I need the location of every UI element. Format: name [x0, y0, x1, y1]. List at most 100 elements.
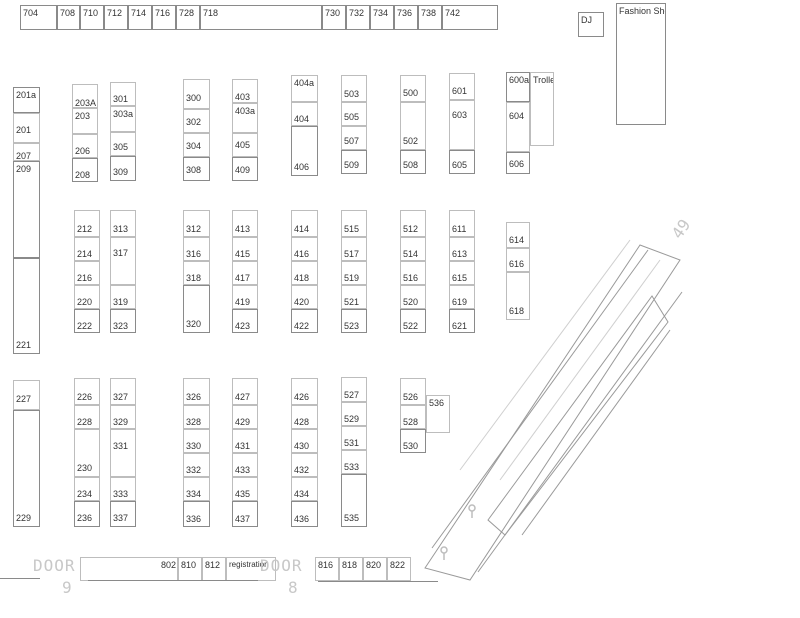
booth-312[interactable]: 312 — [183, 210, 210, 237]
booth-437[interactable]: 437 — [232, 501, 258, 527]
booth-201[interactable]: 201 — [13, 113, 40, 143]
booth-404a[interactable]: 404a — [291, 75, 318, 102]
booth-226[interactable]: 226 — [74, 378, 100, 405]
booth-208[interactable]: 208 — [72, 158, 98, 182]
booth-428[interactable]: 428 — [291, 405, 318, 429]
booth-214[interactable]: 214 — [74, 237, 100, 261]
booth-516[interactable]: 516 — [400, 261, 426, 285]
booth-527[interactable]: 527 — [341, 377, 367, 402]
booth-201a[interactable]: 201a — [13, 87, 40, 113]
booth-221[interactable]: 221 — [13, 258, 40, 354]
booth-418[interactable]: 418 — [291, 261, 318, 285]
booth-820[interactable]: 820 — [363, 557, 387, 581]
booth-302[interactable]: 302 — [183, 109, 210, 133]
booth-320[interactable]: 320 — [183, 285, 210, 333]
booth-435[interactable]: 435 — [232, 477, 258, 501]
booth-613[interactable]: 613 — [449, 237, 475, 261]
booth-600a[interactable]: 600a — [506, 72, 530, 102]
booth-318[interactable]: 318 — [183, 261, 210, 285]
booth-308[interactable]: 308 — [183, 157, 210, 181]
booth-508[interactable]: 508 — [400, 150, 426, 174]
booth-227[interactable]: 227 — [13, 380, 40, 410]
booth-430[interactable]: 430 — [291, 429, 318, 453]
booth-736[interactable]: 736 — [394, 5, 418, 30]
booth-521[interactable]: 521 — [341, 285, 367, 309]
booth-615[interactable]: 615 — [449, 261, 475, 285]
door-8-label[interactable]: DOOR — [260, 556, 303, 575]
booth-714[interactable]: 714 — [128, 5, 152, 30]
booth-416[interactable]: 416 — [291, 237, 318, 261]
booth-611[interactable]: 611 — [449, 210, 475, 237]
booth-301[interactable]: 301 — [110, 82, 136, 106]
booth-531[interactable]: 531 — [341, 426, 367, 450]
booth-718[interactable]: 718 — [200, 5, 322, 30]
booth-507[interactable]: 507 — [341, 126, 367, 150]
booth-234[interactable]: 234 — [74, 477, 100, 501]
booth-431[interactable]: 431 — [232, 429, 258, 453]
booth-209[interactable]: 209 — [13, 161, 40, 258]
booth-331[interactable]: 331 — [110, 429, 136, 477]
booth-207[interactable]: 207 — [13, 143, 40, 161]
booth-536[interactable]: 536 — [426, 395, 450, 433]
booth-500[interactable]: 500 — [400, 75, 426, 102]
booth-334[interactable]: 334 — [183, 477, 210, 501]
booth-605[interactable]: 605 — [449, 150, 475, 174]
booth-619[interactable]: 619 — [449, 285, 475, 309]
booth-530[interactable]: 530 — [400, 429, 426, 453]
booth-738[interactable]: 738 — [418, 5, 442, 30]
booth-409[interactable]: 409 — [232, 157, 258, 181]
booth-330[interactable]: 330 — [183, 429, 210, 453]
booth-526[interactable]: 526 — [400, 378, 426, 405]
booth-429[interactable]: 429 — [232, 405, 258, 429]
booth-236[interactable]: 236 — [74, 501, 100, 527]
booth-419[interactable]: 419 — [232, 285, 258, 309]
booth-604[interactable]: 604 — [506, 102, 530, 152]
booth-323[interactable]: 323 — [110, 309, 136, 333]
booth-332[interactable]: 332 — [183, 453, 210, 477]
booth-206[interactable]: 206 — [72, 134, 98, 158]
booth-503[interactable]: 503 — [341, 75, 367, 102]
booth-432[interactable]: 432 — [291, 453, 318, 477]
booth-520[interactable]: 520 — [400, 285, 426, 309]
booth-229[interactable]: 229 — [13, 410, 40, 527]
booth-406[interactable]: 406 — [291, 126, 318, 176]
booth-303a[interactable]: 303a — [110, 106, 136, 132]
booth-426[interactable]: 426 — [291, 378, 318, 405]
booth-420[interactable]: 420 — [291, 285, 318, 309]
booth-222[interactable]: 222 — [74, 309, 100, 333]
booth-212[interactable]: 212 — [74, 210, 100, 237]
booth-436[interactable]: 436 — [291, 501, 318, 527]
booth-730[interactable]: 730 — [322, 5, 346, 30]
booth-203A[interactable]: 203A — [72, 84, 98, 108]
booth-216[interactable]: 216 — [74, 261, 100, 285]
booth-427[interactable]: 427 — [232, 378, 258, 405]
booth-316[interactable]: 316 — [183, 237, 210, 261]
booth-336[interactable]: 336 — [183, 501, 210, 527]
booth-333[interactable]: 333 — [110, 477, 136, 501]
booth-618[interactable]: 618 — [506, 272, 530, 320]
booth-422[interactable]: 422 — [291, 309, 318, 333]
booth-433[interactable]: 433 — [232, 453, 258, 477]
booth-818[interactable]: 818 — [339, 557, 363, 581]
booth-519[interactable]: 519 — [341, 261, 367, 285]
booth-404[interactable]: 404 — [291, 102, 318, 126]
booth-621[interactable]: 621 — [449, 309, 475, 333]
booth-203[interactable]: 203 — [72, 108, 98, 134]
booth-822[interactable]: 822 — [387, 557, 411, 581]
booth-816[interactable]: 816 — [315, 557, 339, 581]
booth-415[interactable]: 415 — [232, 237, 258, 261]
booth-535[interactable]: 535 — [341, 474, 367, 527]
booth-502[interactable]: 502 — [400, 102, 426, 150]
booth-528[interactable]: 528 — [400, 405, 426, 429]
door-9-label[interactable]: DOOR — [33, 556, 76, 575]
booth-417[interactable]: 417 — [232, 261, 258, 285]
booth-509[interactable]: 509 — [341, 150, 367, 174]
booth-712[interactable]: 712 — [104, 5, 128, 30]
booth-523[interactable]: 523 — [341, 309, 367, 333]
booth-423[interactable]: 423 — [232, 309, 258, 333]
booth-515[interactable]: 515 — [341, 210, 367, 237]
booth-403[interactable]: 403 — [232, 79, 258, 103]
booth-405[interactable]: 405 — [232, 133, 258, 157]
fashion-show-area[interactable]: Fashion Show — [616, 3, 666, 125]
booth-616[interactable]: 616 — [506, 248, 530, 272]
